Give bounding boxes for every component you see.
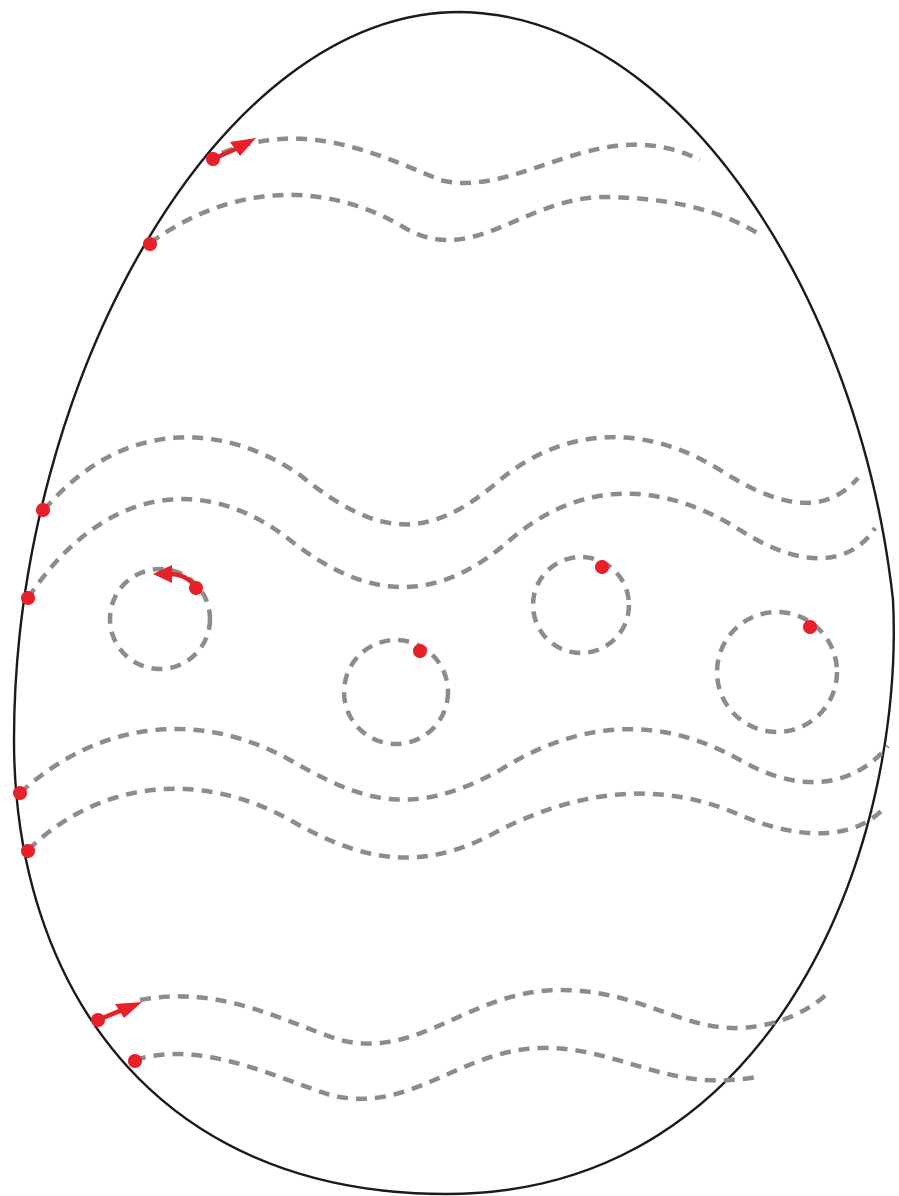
start-dot-3 [36,503,50,517]
start-dot-9 [13,786,27,800]
start-dot-6 [413,644,427,658]
start-dot-8 [803,620,817,634]
start-dot-4 [21,591,35,605]
start-dot-7 [595,560,609,574]
start-dot-2 [143,237,157,251]
start-dot-10 [21,844,35,858]
start-dot-12 [128,1054,142,1068]
